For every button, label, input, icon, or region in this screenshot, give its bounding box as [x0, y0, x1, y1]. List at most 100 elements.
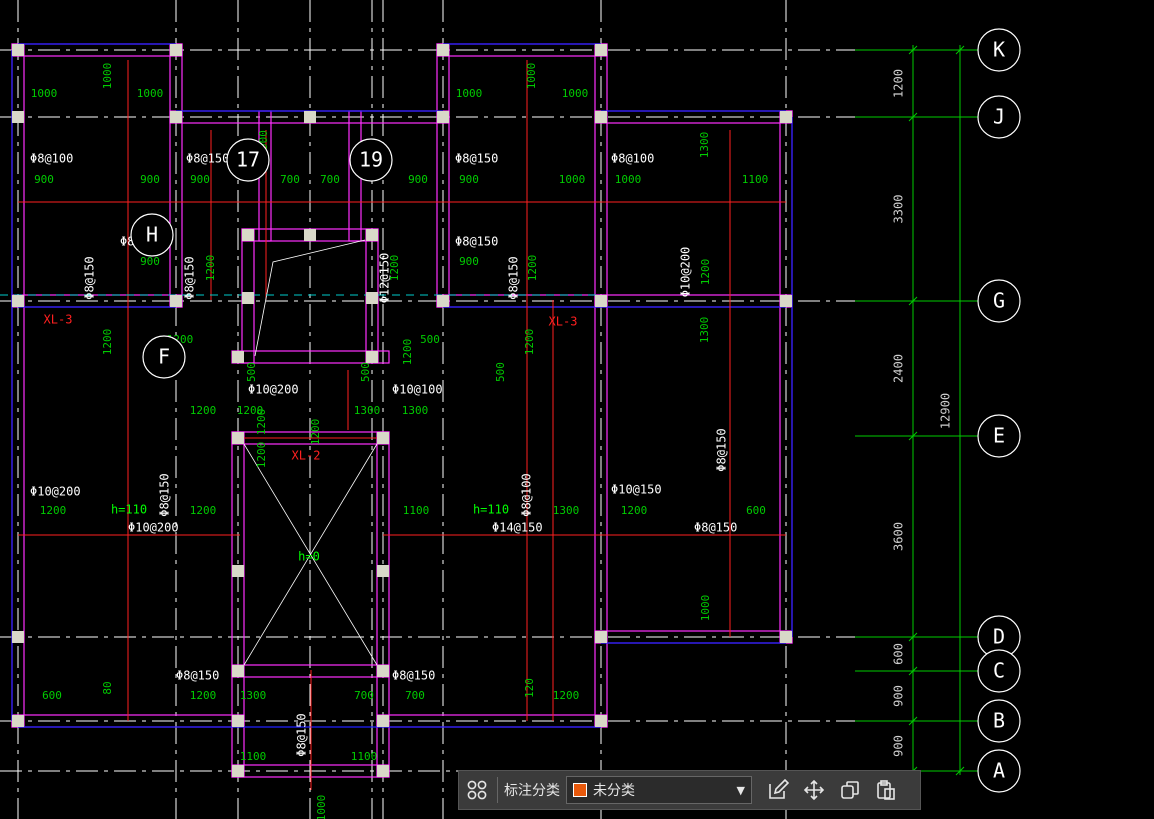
axis-bubble[interactable]	[130, 213, 174, 257]
axis-bubble[interactable]	[977, 749, 1021, 793]
rebar-label: Φ8@150	[455, 235, 498, 249]
stair-outline	[254, 239, 366, 357]
column[interactable]	[232, 715, 244, 727]
slab-thickness-label: h=110	[473, 503, 509, 517]
length-label: 1000	[559, 173, 586, 186]
rebar-label: Φ10@200	[679, 247, 693, 298]
length-label: 1000	[137, 87, 164, 100]
axis-bubble[interactable]	[142, 335, 186, 379]
column[interactable]	[232, 565, 244, 577]
column[interactable]	[170, 111, 182, 123]
chevron-down-icon: ▼	[736, 783, 745, 797]
dimension-text: 900	[892, 685, 906, 707]
column[interactable]	[377, 565, 389, 577]
column[interactable]	[12, 295, 24, 307]
length-label: 900	[459, 255, 479, 268]
column[interactable]	[12, 44, 24, 56]
length-label: 900	[459, 173, 479, 186]
paste-button[interactable]	[868, 772, 904, 808]
length-label: 1200	[101, 329, 114, 356]
axis-bubble[interactable]	[977, 414, 1021, 458]
column[interactable]	[242, 292, 254, 304]
grid-button[interactable]	[459, 772, 495, 808]
rebar-label: Φ10@200	[248, 383, 299, 397]
axis-bubble[interactable]	[977, 28, 1021, 72]
category-select[interactable]: 未分类 ▼	[566, 776, 752, 804]
length-label: 1200	[388, 255, 401, 282]
column[interactable]	[12, 111, 24, 123]
length-label: 1200	[523, 329, 536, 356]
column[interactable]	[595, 111, 607, 123]
column[interactable]	[232, 665, 244, 677]
length-label: 1200	[190, 404, 217, 417]
column[interactable]	[437, 111, 449, 123]
slab-thickness-label: h=0	[298, 550, 320, 564]
column[interactable]	[595, 715, 607, 727]
axis-bubble[interactable]	[977, 649, 1021, 693]
axis-bubble[interactable]	[977, 699, 1021, 743]
axis-label: 17	[236, 148, 260, 172]
column[interactable]	[366, 292, 378, 304]
dimension-text: 2400	[892, 354, 906, 383]
move-button[interactable]	[796, 772, 832, 808]
column[interactable]	[170, 44, 182, 56]
copy-button[interactable]	[832, 772, 868, 808]
column[interactable]	[780, 111, 792, 123]
toolbar-divider	[497, 777, 498, 803]
axis-label: D	[993, 625, 1005, 649]
column[interactable]	[12, 715, 24, 727]
beam-label: XL-3	[549, 315, 578, 329]
column[interactable]	[170, 295, 182, 307]
category-value: 未分类	[593, 783, 635, 799]
column[interactable]	[12, 631, 24, 643]
axis-bubble[interactable]	[977, 279, 1021, 323]
column[interactable]	[780, 631, 792, 643]
dimension-text: 600	[892, 643, 906, 665]
column[interactable]	[437, 295, 449, 307]
dimension-tick	[908, 666, 918, 676]
axis-label: H	[146, 223, 158, 247]
column[interactable]	[366, 229, 378, 241]
axis-bubble[interactable]	[226, 138, 270, 182]
grid-icon	[467, 780, 487, 800]
column[interactable]	[366, 351, 378, 363]
length-label: 1200	[401, 339, 414, 366]
axis-label: K	[993, 38, 1005, 62]
column[interactable]	[304, 111, 316, 123]
length-label: 900	[140, 255, 160, 268]
column[interactable]	[232, 432, 244, 444]
column[interactable]	[780, 295, 792, 307]
annotation-toolbar: 标注分类 未分类 ▼	[458, 770, 921, 810]
column[interactable]	[377, 715, 389, 727]
rebar-label: Φ8@150	[295, 713, 309, 756]
length-label: 700	[320, 173, 340, 186]
length-label: 500	[494, 362, 507, 382]
dimension-text: 1200	[892, 69, 906, 98]
length-label: 900	[140, 173, 160, 186]
axis-bubble[interactable]	[349, 138, 393, 182]
category-label: 标注分类	[504, 783, 560, 799]
length-label: 700	[405, 689, 425, 702]
column[interactable]	[595, 295, 607, 307]
beam-label: XL-2	[292, 449, 321, 463]
column[interactable]	[377, 765, 389, 777]
column[interactable]	[377, 432, 389, 444]
edit-button[interactable]	[760, 772, 796, 808]
dimension-tick	[955, 45, 965, 55]
length-label: 1200	[190, 504, 217, 517]
axis-bubble[interactable]	[977, 95, 1021, 139]
column[interactable]	[232, 765, 244, 777]
axis-label: E	[993, 424, 1005, 448]
column[interactable]	[304, 229, 316, 241]
column[interactable]	[242, 229, 254, 241]
column[interactable]	[595, 44, 607, 56]
category-color-swatch	[573, 783, 587, 797]
column[interactable]	[232, 351, 244, 363]
column[interactable]	[377, 665, 389, 677]
column[interactable]	[437, 44, 449, 56]
length-label: 1200	[40, 504, 67, 517]
length-label: 120	[523, 678, 536, 698]
column[interactable]	[595, 631, 607, 643]
